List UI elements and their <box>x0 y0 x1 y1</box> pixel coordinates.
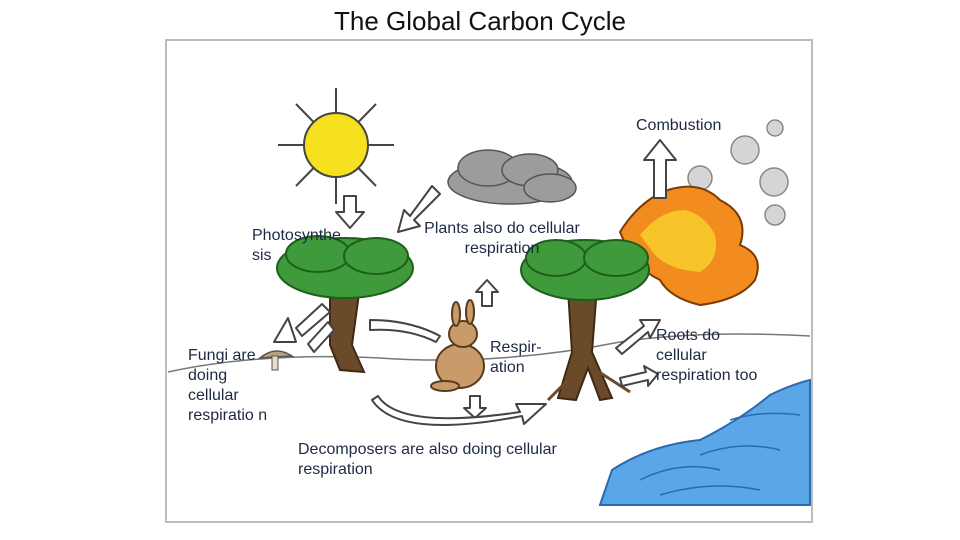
roots-label: Roots do cellular respiration too <box>656 327 758 384</box>
fire-icon <box>618 185 759 307</box>
arrow-tree-fire <box>615 319 661 355</box>
fungi-label: Fungi are doing cellular respiratio n <box>188 347 268 424</box>
arrow-combustion-up <box>643 139 677 199</box>
sun-icon <box>278 88 394 204</box>
right-tree-icon <box>520 239 650 402</box>
arrow-rabbit-down <box>463 395 487 419</box>
arrows <box>273 139 677 426</box>
arrow-cloud-tree <box>397 185 441 233</box>
page-title: The Global Carbon Cycle <box>334 6 626 36</box>
decomposers-label: Decomposers are also doing cellular resp… <box>298 441 557 478</box>
arrow-sun-down <box>335 195 365 229</box>
plants-respiration-label: Plants also do cellular respiration <box>424 220 580 257</box>
drawing-frame <box>165 39 813 523</box>
combustion-label: Combustion <box>636 117 722 134</box>
rabbit-icon <box>430 299 485 392</box>
mushroom-icon <box>257 350 295 371</box>
cloud-icon <box>447 149 577 205</box>
arrow-roots <box>619 365 659 387</box>
left-tree-icon <box>276 235 414 374</box>
arrow-tree-left-2 <box>307 321 335 353</box>
arrow-decomposer <box>371 395 547 426</box>
water-waves <box>639 412 801 496</box>
photosynthesis-label: Photosynthe sis <box>252 227 341 264</box>
arrow-rabbit-up <box>475 279 499 307</box>
arrow-tree-left-1 <box>273 303 331 343</box>
arrow-tree-to-rabbit <box>369 319 441 343</box>
ground-line <box>167 333 811 373</box>
animal-respiration-label: Respir- ation <box>490 339 542 376</box>
